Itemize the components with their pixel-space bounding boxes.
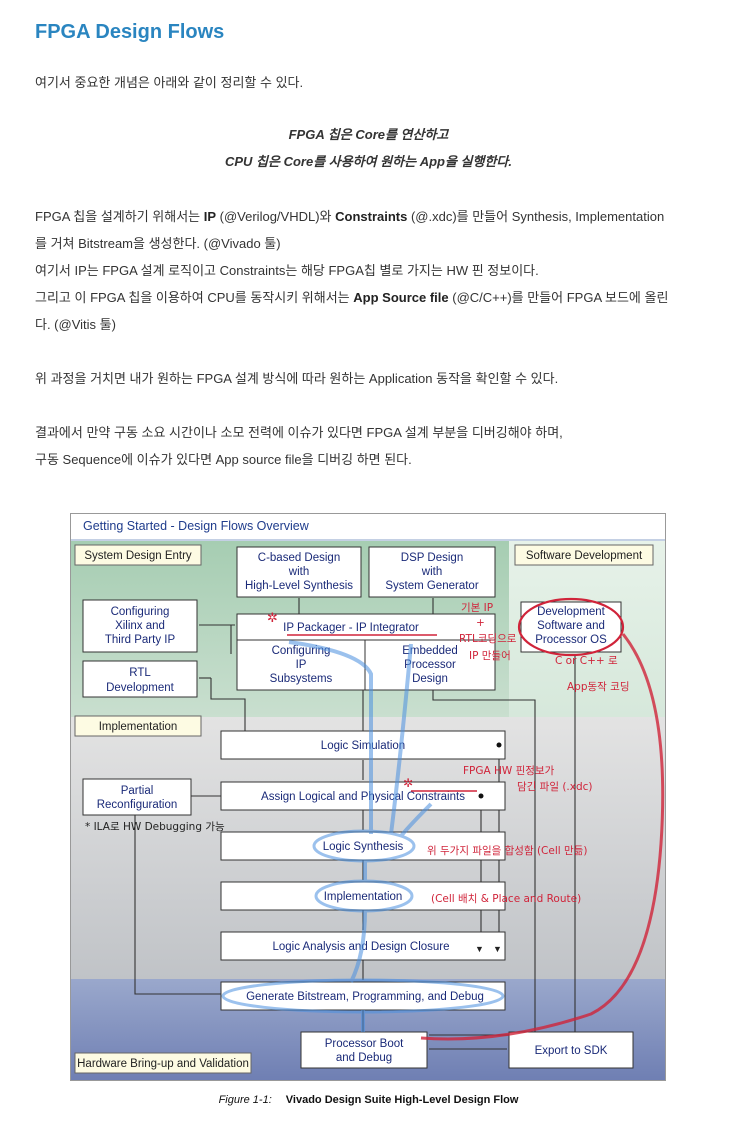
ip-note-line3: RTL코딩으로 (459, 633, 517, 645)
generate-bitstream-text: Generate Bitstream, Programming, and Deb… (246, 991, 484, 1003)
paragraph-debugging: 결과에서 만약 구동 소요 시간이나 소모 전력에 이슈가 있다면 FPGA 설… (35, 419, 711, 473)
design-flow-diagram: Getting Started - Design Flows Overview … (71, 514, 665, 1080)
svg-text:✲: ✲ (267, 611, 278, 626)
section-label-software-development (514, 544, 654, 566)
configuring-ip-box (236, 639, 366, 691)
ip-note-line1: 기본 IP (461, 602, 493, 614)
sw-note-line2: App동작 코딩 (567, 681, 630, 693)
dev-software-line2: Software and (537, 620, 605, 632)
figure-caption-text: Vivado Design Suite High-Level Design Fl… (285, 1094, 519, 1106)
para1-text-e: (@.xdc)를 만들어 Synthesis, Implementation (407, 209, 665, 224)
c-based-design-box (236, 546, 362, 598)
para3-app-source: App Source file (353, 290, 449, 305)
section-label-hardware-bringup (74, 1052, 252, 1074)
dsp-line1: DSP Design (401, 552, 463, 564)
configuring-ip-line3: Subsystems (270, 673, 333, 685)
dev-software-line3: Processor OS (535, 634, 607, 646)
figure-caption-label: Figure 1-1: (218, 1094, 272, 1106)
dsp-design-box (368, 546, 496, 598)
implementation-note: (Cell 배치 & Place and Route) (431, 893, 581, 905)
para1-text-c: (@Verilog/VHDL)와 (216, 209, 336, 224)
configuring-xilinx-box (82, 599, 198, 653)
section-label-system-design-entry (74, 544, 202, 566)
ila-note: * ILA로 HW Debugging 가능 (85, 821, 225, 833)
partial-reconfiguration-box (82, 778, 192, 816)
development-software-box (520, 601, 622, 653)
paragraph-result: 위 과정을 거치면 내가 원하는 FPGA 설계 방식에 따라 원하는 Appl… (35, 371, 559, 386)
c-based-line1: C-based Design (258, 552, 340, 564)
para5-line-a: 결과에서 만약 구동 소요 시간이나 소모 전력에 이슈가 있다면 FPGA 설… (35, 425, 563, 440)
para1-text-a: FPGA 칩을 설계하기 위해서는 (35, 209, 204, 224)
logic-synthesis-box (220, 831, 506, 861)
rtl-line2: Development (106, 682, 175, 694)
blue-highlight-marks (221, 640, 505, 1032)
ip-note-line2: + (476, 617, 485, 629)
para1-text-f: 를 거쳐 Bitstream을 생성한다. (@Vivado 툴) (35, 236, 281, 251)
embedded-line2: Processor (404, 659, 456, 671)
assign-constraints-text: Assign Logical and Physical Constraints (261, 791, 465, 803)
figure-header-bar (71, 514, 665, 540)
c-based-line2: with (288, 566, 309, 578)
partial-line2: Reconfiguration (97, 799, 178, 811)
section-label-hardware-bringup-text: Hardware Bring-up and Validation (77, 1058, 249, 1070)
para3-text-d: 다. (@Vitis 툴) (35, 317, 116, 332)
para5-line-b: 구동 Sequence에 이슈가 있다면 App source file을 디버… (35, 452, 412, 467)
ip-note-line4: IP 만들어 (469, 650, 511, 662)
para3-text-c: (@C/C++)를 만들어 FPGA 보드에 올린 (448, 290, 669, 305)
paragraph-ip-constraints: FPGA 칩을 설계하기 위해서는 IP (@Verilog/VHDL)와 Co… (35, 203, 711, 338)
rtl-line1: RTL (129, 667, 151, 679)
rtl-development-box (82, 660, 198, 698)
partial-line1: Partial (121, 785, 154, 797)
export-sdk-box (508, 1031, 634, 1069)
emphasis-line-2: CPU 칩은 Core를 사용하여 원하는 App을 실행한다. (224, 154, 513, 169)
para1-ip: IP (203, 209, 217, 224)
red-handwriting-annotations: ✲ ✲ 기본 IP + RTL코딩으로 IP 만들어 C or C++ 로 Ap… (85, 597, 665, 1041)
processor-boot-line1: Processor Boot (325, 1038, 404, 1050)
intro-paragraph: 여기서 중요한 개념은 아래와 같이 정리할 수 있다. (35, 75, 304, 90)
generate-bitstream-box (220, 981, 506, 1011)
logic-simulation-box (220, 730, 506, 760)
embedded-processor-box (364, 639, 496, 691)
section-label-implementation (74, 715, 202, 737)
ip-packager-text: IP Packager - IP Integrator (283, 622, 419, 634)
logic-synthesis-text: Logic Synthesis (323, 841, 404, 853)
design-flow-figure: Getting Started - Design Flows Overview … (70, 513, 666, 1081)
implementation-text: Implementation (324, 891, 403, 903)
para3-text-a: 그리고 이 FPGA 칩을 이용하여 CPU를 동작시키 위해서는 (35, 290, 354, 305)
synthesis-note: 위 두가지 파일을 합성함 (Cell 만듦) (427, 844, 587, 857)
section-label-software-development-text: Software Development (526, 550, 643, 562)
emphasis-line-1: FPGA 칩은 Core를 연산하고 (288, 127, 449, 142)
flow-wires (134, 598, 576, 1050)
page-title: FPGA Design Flows (35, 21, 225, 43)
svg-text:▼: ▼ (475, 944, 484, 954)
sw-note-line1: C or C++ 로 (555, 655, 618, 667)
dsp-line3: System Generator (385, 580, 478, 592)
processor-boot-line2: and Debug (336, 1052, 392, 1064)
export-sdk-text: Export to SDK (535, 1045, 608, 1057)
dev-software-line1: Development (537, 606, 606, 618)
svg-text:▼: ▼ (493, 944, 502, 954)
section-label-system-design-entry-text: System Design Entry (84, 550, 192, 562)
figure-caption: Figure 1-1: Vivado Design Suite High-Leve… (0, 1094, 737, 1106)
paragraph-ip-definition: 여기서 IP는 FPGA 설계 로직이고 Constraints는 해당 FPG… (35, 263, 539, 278)
processor-boot-box (300, 1031, 428, 1069)
figure-header-title: Getting Started - Design Flows Overview (83, 519, 310, 533)
dsp-line2: with (421, 566, 442, 578)
configuring-xilinx-line1: Configuring (111, 606, 170, 618)
embedded-line3: Design (412, 673, 448, 685)
constraint-note-line2: 담긴 파일 (.xdc) (517, 780, 593, 793)
assign-constraints-box (220, 781, 506, 811)
constraint-note-line1: FPGA HW 핀정보가 (463, 765, 555, 777)
configuring-xilinx-line2: Xilinx and (115, 620, 165, 632)
svg-text:✲: ✲ (403, 776, 413, 790)
embedded-line1: Embedded (402, 645, 458, 657)
para1-constraints: Constraints (335, 209, 408, 224)
configuring-ip-line2: IP (296, 659, 307, 671)
logic-simulation-text: Logic Simulation (321, 740, 405, 752)
section-label-implementation-text: Implementation (99, 721, 178, 733)
configuring-xilinx-line3: Third Party IP (105, 634, 176, 646)
c-based-line3: High-Level Synthesis (245, 580, 353, 592)
